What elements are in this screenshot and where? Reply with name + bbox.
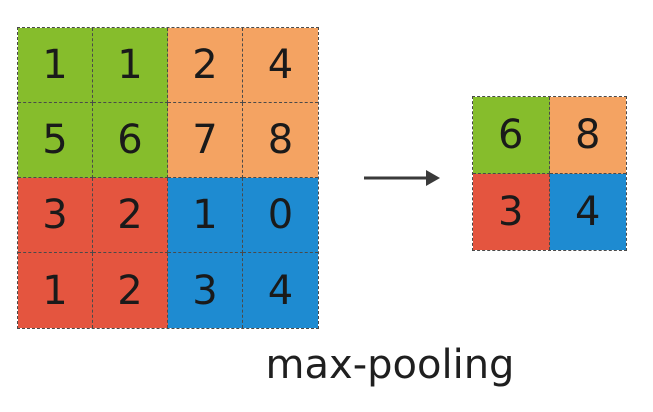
input-cell: 4 <box>243 253 318 328</box>
output-cell: 6 <box>473 97 550 174</box>
diagram-caption: max-pooling <box>265 342 515 388</box>
input-cell: 5 <box>18 103 93 178</box>
input-cell: 4 <box>243 28 318 103</box>
input-cell: 2 <box>93 253 168 328</box>
output-cell: 4 <box>549 173 626 250</box>
input-cell: 8 <box>243 103 318 178</box>
input-cell: 2 <box>168 28 243 103</box>
input-cell: 2 <box>93 178 168 253</box>
input-cell: 1 <box>18 253 93 328</box>
input-cell: 0 <box>243 178 318 253</box>
input-cell: 3 <box>168 253 243 328</box>
right-arrow-icon <box>364 170 440 186</box>
output-grid: 6 8 3 4 <box>472 96 627 251</box>
input-cell: 7 <box>168 103 243 178</box>
output-cell: 3 <box>473 173 550 250</box>
input-cell: 1 <box>93 28 168 103</box>
input-cell: 3 <box>18 178 93 253</box>
input-cell: 6 <box>93 103 168 178</box>
input-cell: 1 <box>18 28 93 103</box>
input-cell: 1 <box>168 178 243 253</box>
input-grid: 1 1 2 4 5 6 7 8 3 2 1 0 1 2 3 4 <box>17 27 319 329</box>
output-cell: 8 <box>549 97 626 174</box>
